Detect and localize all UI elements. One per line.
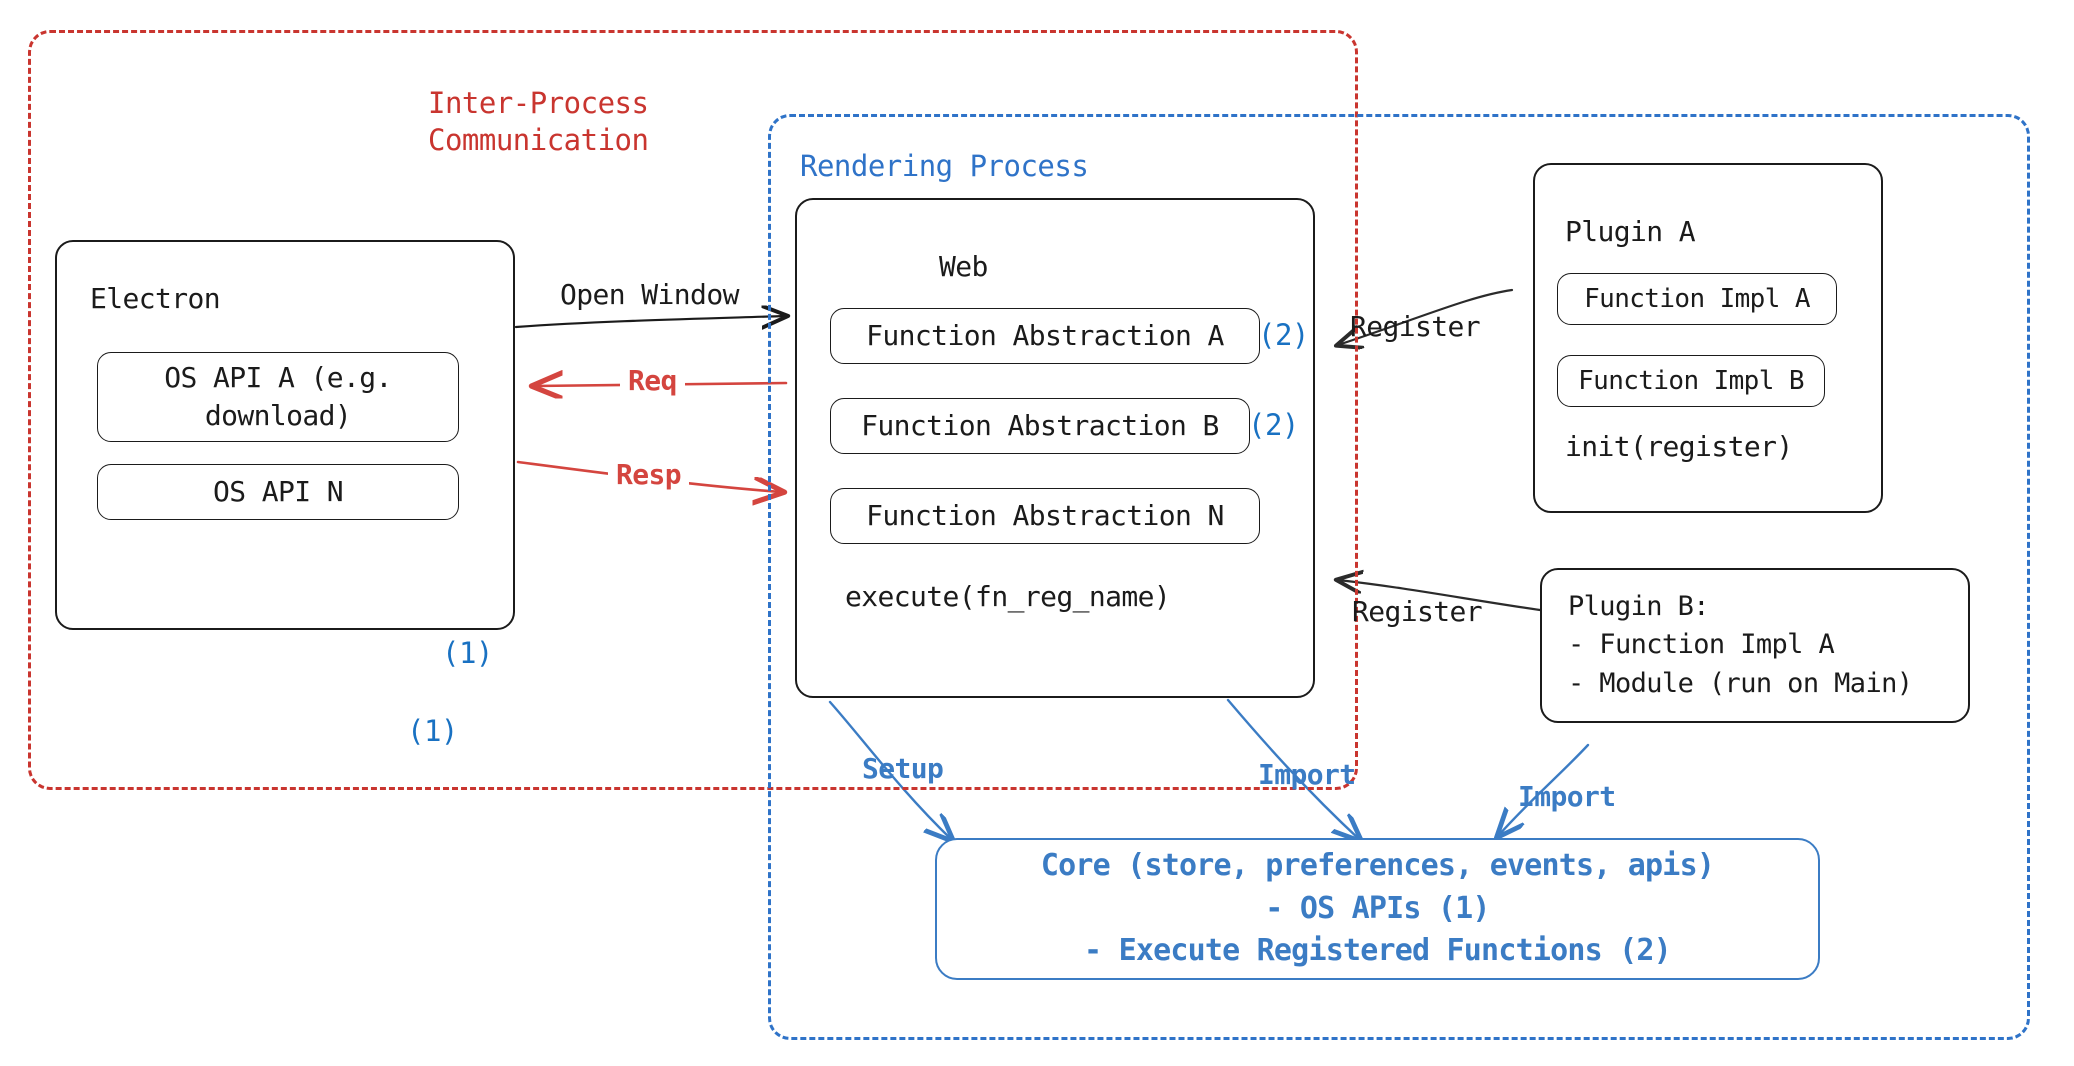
web-title: Web	[939, 250, 988, 283]
electron-box[interactable]: Electron OS API A (e.g. download) (1) OS…	[55, 240, 515, 748]
electron-title: Electron	[90, 282, 221, 315]
function-abstraction-a-label: Function Abstraction A	[866, 319, 1224, 353]
core-line-2: - OS APIs (1)	[1265, 890, 1490, 926]
core-text-block: Core (store, preferences, events, apis) …	[937, 840, 1818, 978]
function-abstraction-n-box[interactable]: Function Abstraction N	[830, 488, 1260, 544]
group-ipc-label: Inter-Process Communication	[428, 86, 649, 158]
plugin-a-function-impl-b-label: Function Impl B	[1578, 365, 1804, 396]
core-line-1: Core (store, preferences, events, apis)	[1040, 848, 1715, 884]
group-rendering-process	[768, 114, 2030, 1040]
core-line-3: - Execute Registered Functions (2)	[1084, 933, 1672, 969]
function-abstraction-n-label: Function Abstraction N	[866, 499, 1224, 533]
function-abstraction-b-label: Function Abstraction B	[861, 409, 1219, 443]
plugin-b-lines: Plugin B: - Function Impl A - Module (ru…	[1568, 591, 1913, 699]
plugin-a-box[interactable]: Plugin A Function Impl A Function Impl B…	[1533, 163, 1883, 513]
os-api-a-box[interactable]: OS API A (e.g. download)	[97, 352, 459, 442]
web-box[interactable]: Web Function Abstraction A Function Abst…	[795, 198, 1315, 698]
os-api-a-tag: (1)	[442, 636, 493, 670]
core-box[interactable]: Core (store, preferences, events, apis) …	[935, 838, 1820, 980]
plugin-a-function-impl-a-box[interactable]: Function Impl A	[1557, 273, 1837, 325]
arrow-label-req: Req	[620, 364, 685, 397]
function-abstraction-b-tag: (2)	[1248, 408, 1299, 442]
plugin-a-function-impl-a-label: Function Impl A	[1584, 283, 1810, 314]
group-rendering-process-label: Rendering Process	[800, 149, 1089, 183]
arrow-label-import-plugin-b: Import	[1518, 780, 1616, 813]
function-abstraction-a-box[interactable]: Function Abstraction A	[830, 308, 1260, 364]
os-api-n-box[interactable]: OS API N	[97, 464, 459, 520]
arrow-label-import-web: Import	[1258, 758, 1356, 791]
group-inter-process-communication	[28, 30, 1358, 790]
arrow-label-open-window: Open Window	[560, 278, 739, 311]
function-abstraction-b-box[interactable]: Function Abstraction B	[830, 398, 1250, 454]
os-api-a-label: OS API A (e.g. download)	[164, 361, 392, 432]
arrow-label-setup: Setup	[862, 752, 944, 785]
plugin-a-function-impl-b-box[interactable]: Function Impl B	[1557, 355, 1825, 407]
plugin-a-title: Plugin A	[1565, 215, 1696, 248]
plugin-a-init-label: init(register)	[1565, 430, 1793, 463]
arrow-label-register-plugin-a: Register	[1350, 310, 1481, 343]
arrow-label-register-plugin-b: Register	[1352, 595, 1483, 628]
arrow-label-resp: Resp	[608, 458, 690, 491]
plugin-b-box[interactable]: Plugin B: - Function Impl A - Module (ru…	[1540, 568, 1970, 723]
function-abstraction-a-tag: (2)	[1258, 318, 1309, 352]
os-api-n-tag: (1)	[407, 714, 458, 748]
os-api-n-label: OS API N	[212, 475, 344, 509]
web-execute-label: execute(fn_reg_name)	[845, 580, 1171, 613]
